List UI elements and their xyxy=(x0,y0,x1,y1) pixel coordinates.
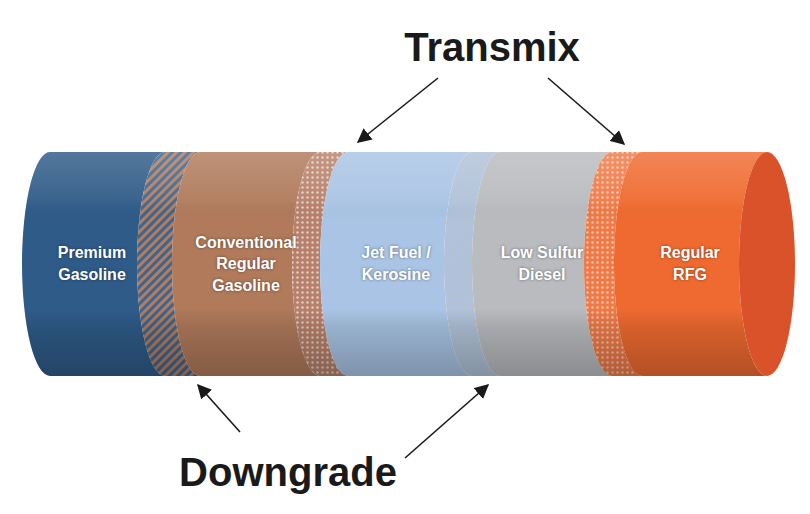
pipe-end-face xyxy=(739,152,795,376)
batch-label: Premium Gasoline xyxy=(42,242,142,285)
product-batch: Conventional Regular Gasoline xyxy=(183,230,309,299)
batch-label: Conventional Regular Gasoline xyxy=(187,232,305,297)
callout-title: Downgrade xyxy=(179,452,397,492)
pipeline-cylinder xyxy=(22,152,795,376)
product-batch: Premium Gasoline xyxy=(38,240,146,287)
product-batch: Regular RFG xyxy=(640,240,740,287)
leader-line xyxy=(548,78,624,144)
leader-line xyxy=(405,385,488,458)
product-batch: Jet Fuel / Kerosine xyxy=(338,240,454,287)
product-batch: Low Sulfur Diesel xyxy=(492,240,592,287)
callout-title: Transmix xyxy=(404,27,580,67)
batch-label: Jet Fuel / Kerosine xyxy=(342,242,450,285)
leader-line xyxy=(358,78,438,142)
leader-line xyxy=(198,385,240,432)
batch-label: Low Sulfur Diesel xyxy=(496,242,588,285)
batch-label: Regular RFG xyxy=(644,242,736,285)
